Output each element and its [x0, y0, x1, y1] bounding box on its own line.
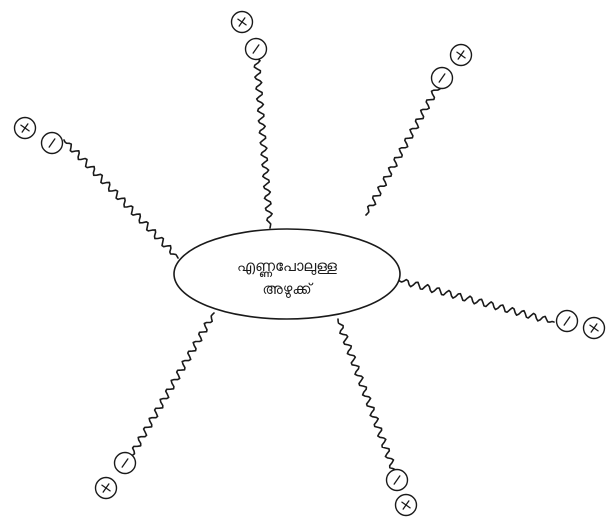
plus-sign-vertical [401, 501, 411, 509]
soap-molecule-top-right [365, 43, 473, 216]
oily-dirt-ellipse [173, 228, 401, 320]
plus-sign-vertical [20, 124, 30, 132]
hydrocarbon-tail [397, 278, 555, 323]
hydrocarbon-tail [129, 312, 215, 459]
minus-sign [393, 475, 401, 485]
minus-sign [252, 44, 260, 54]
plus-sign-vertical [589, 324, 599, 332]
minus-sign [563, 316, 571, 326]
soap-molecule-top [230, 10, 273, 229]
minus-sign [121, 458, 129, 468]
oily-dirt-label-line2: അഴുക്ക് [262, 280, 314, 299]
soap-molecules [13, 10, 606, 517]
soap-molecule-bottom-left [94, 312, 215, 500]
oily-dirt-blob: എണ്ണപോലുള്ള അഴുക്ക് [173, 228, 401, 320]
soap-molecule-right [397, 278, 606, 340]
minus-sign [48, 138, 56, 148]
soap-molecule-bottom-right [337, 318, 418, 517]
hydrocarbon-tail [63, 139, 179, 259]
plus-sign-vertical [101, 484, 111, 492]
soap-molecule-left [13, 116, 179, 259]
hydrocarbon-tail [253, 50, 273, 229]
plus-sign-vertical [237, 18, 247, 26]
hydrocarbon-tail [337, 318, 397, 477]
oily-dirt-label-line1: എണ്ണപോലുള്ള [237, 257, 337, 277]
hydrocarbon-tail [365, 76, 444, 216]
plus-sign-vertical [456, 51, 466, 59]
minus-sign [438, 73, 446, 83]
